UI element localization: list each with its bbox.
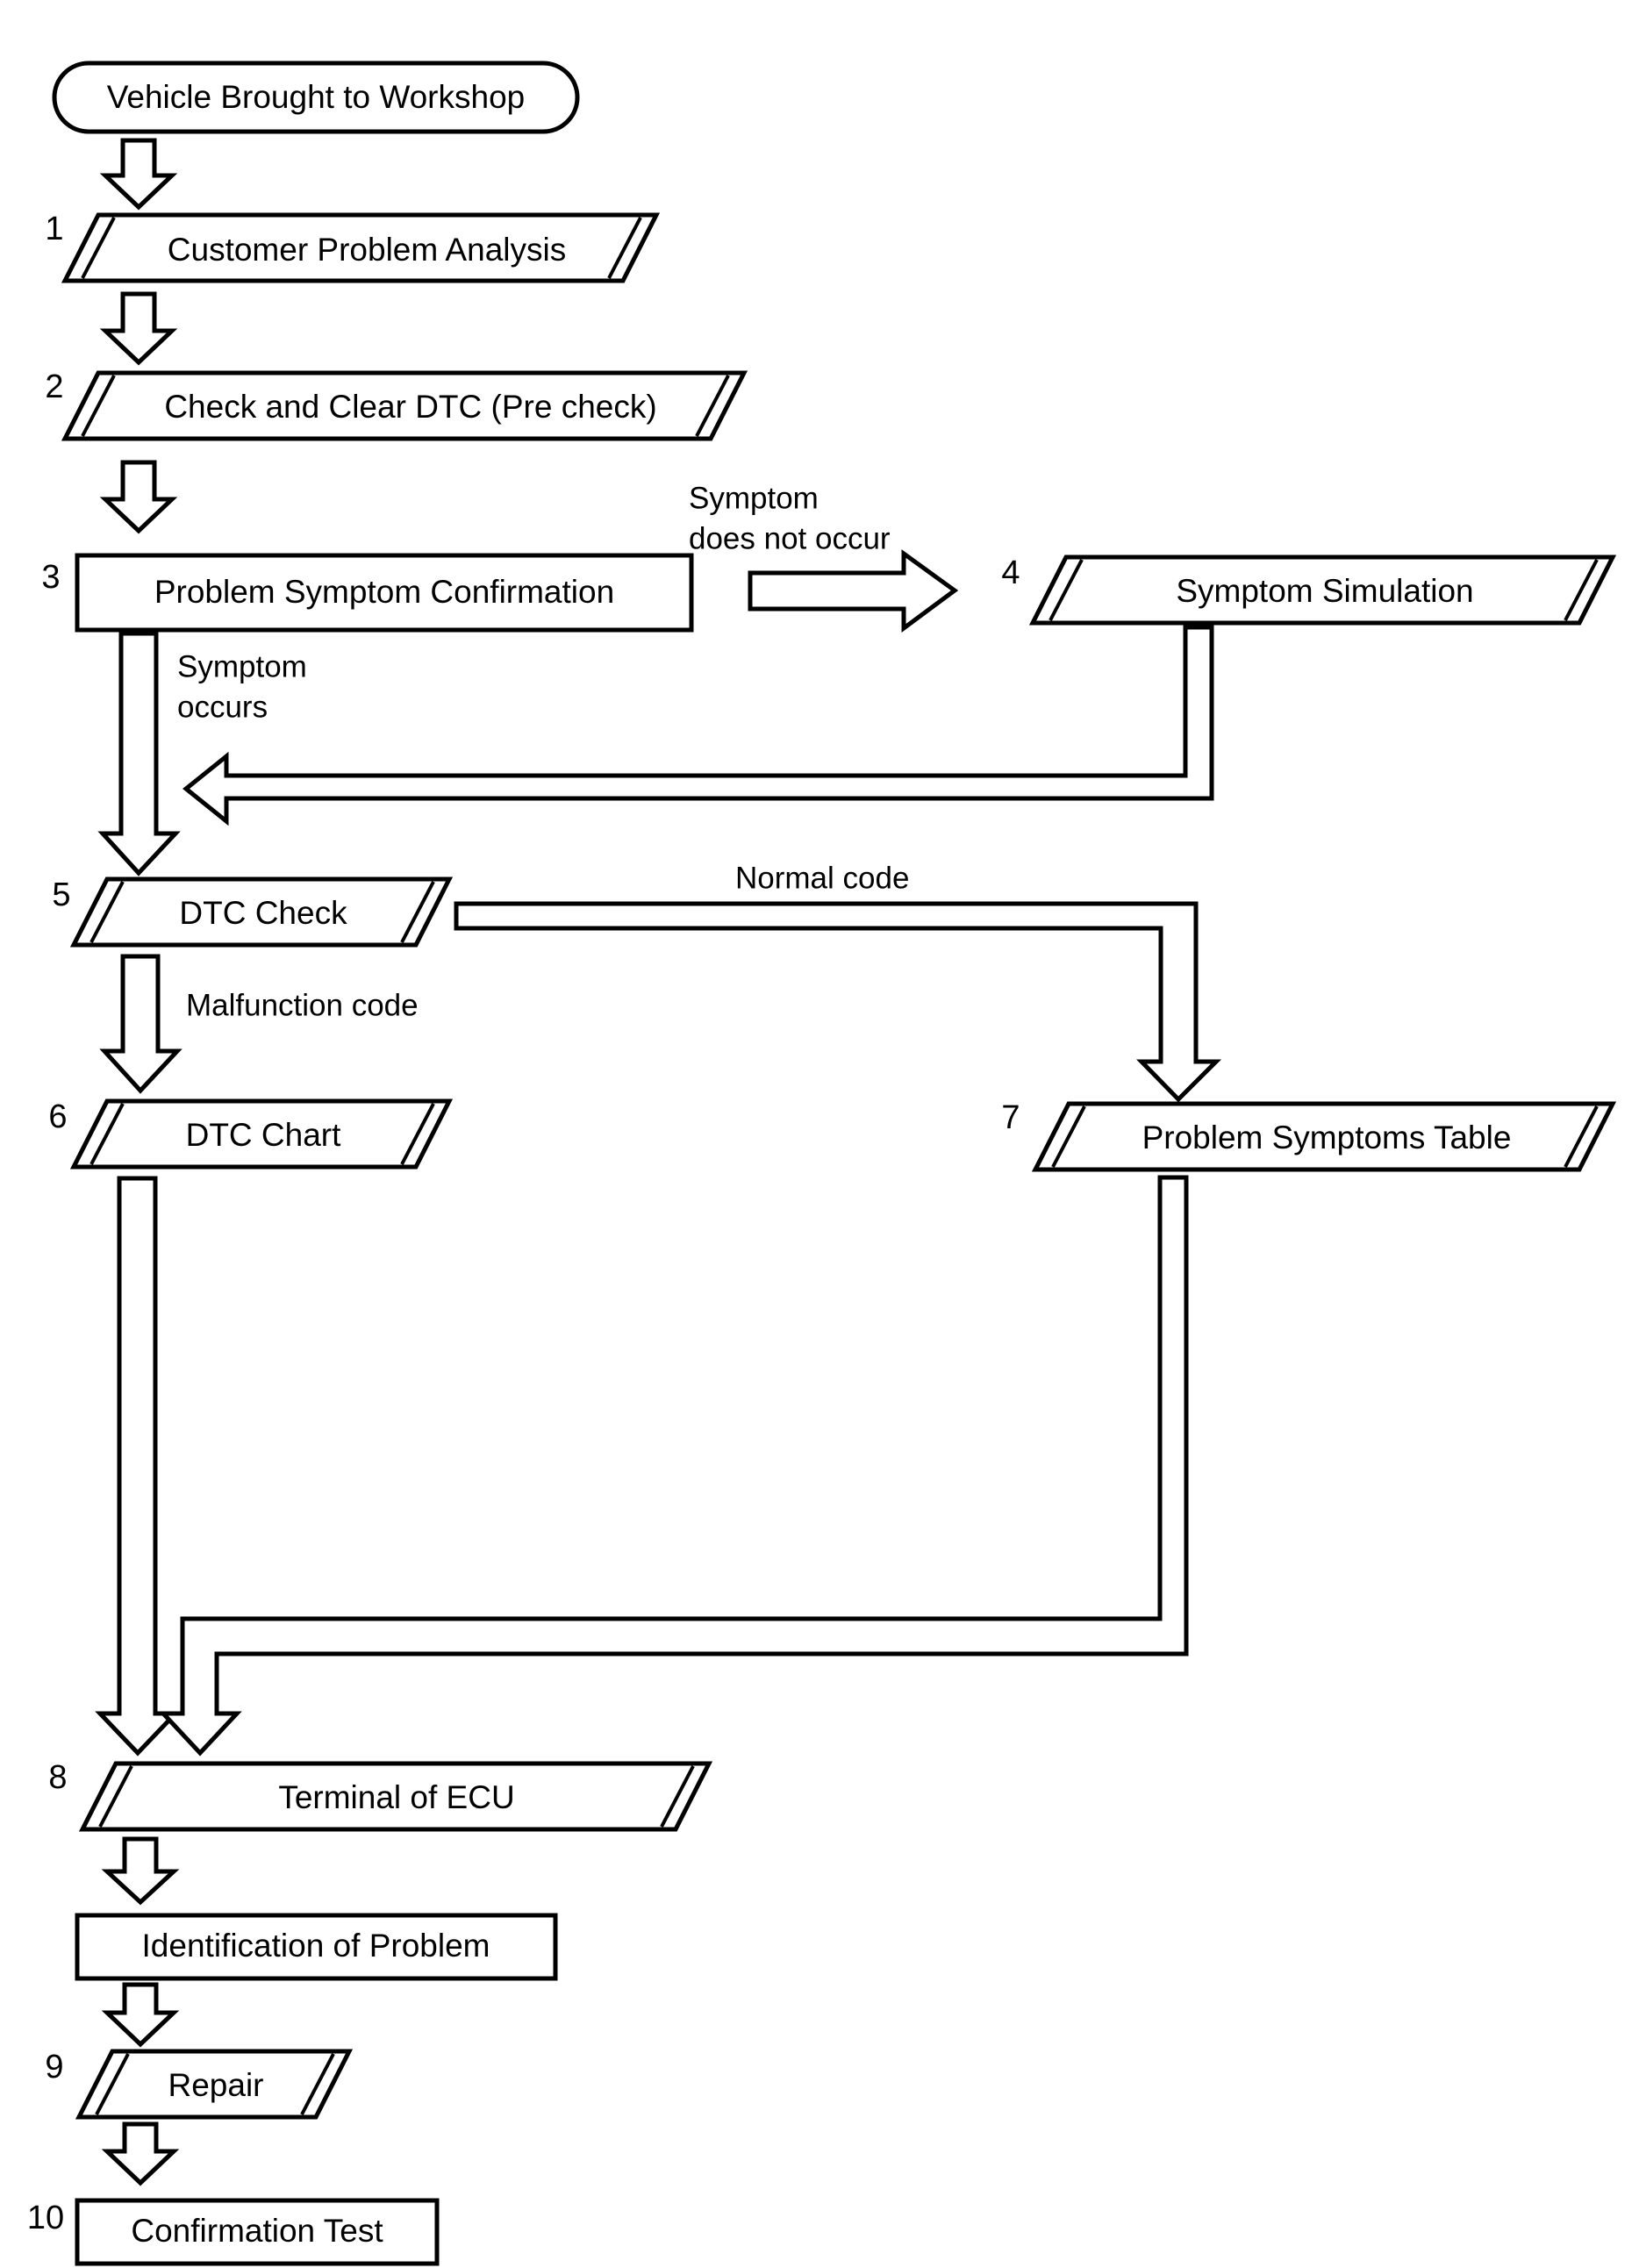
arrow-9-to-10 (101, 2121, 180, 2186)
node-8-label: Terminal of ECU (278, 1779, 514, 1815)
node-8-number: 8 (48, 1759, 67, 1796)
edge-label-symptom-does-not-occur: Symptom does not occur (689, 481, 891, 555)
normal-code-label: Normal code (735, 861, 909, 895)
node-1-inner-stripe (81, 217, 116, 279)
node-identification-shape (75, 1913, 558, 1981)
node-7-number: 7 (1001, 1099, 1020, 1136)
no-symptom-line2: does not occur (689, 521, 891, 555)
node-1-inner-stripe-right (607, 217, 642, 279)
node-6-outer (69, 1098, 454, 1170)
node-2-number: 2 (45, 368, 63, 405)
start-label: Vehicle Brought to Workshop (107, 79, 525, 115)
malfunction-code-label: Malfunction code (186, 988, 419, 1022)
node-8: Terminal of ECU 8 (48, 1759, 713, 1832)
node-1-number: 1 (45, 211, 63, 247)
edge-label-malfunction-code: Malfunction code (186, 988, 419, 1022)
node-identification-label: Identification of Problem (142, 1928, 490, 1964)
node-5: DTC Check 5 (52, 876, 454, 948)
arrow-8-to-identification (101, 1836, 180, 1906)
node-10-shape (75, 2198, 440, 2266)
node-5-inner-stripe (89, 881, 125, 943)
node-8-inner-stripe (98, 1765, 133, 1828)
node-10-number: 10 (27, 2200, 64, 2236)
node-start: Vehicle Brought to Workshop (52, 61, 580, 134)
node-2-inner-stripe-right (695, 375, 730, 437)
node-3: Problem Symptom Confirmation 3 (41, 553, 694, 633)
node-3-label: Problem Symptom Confirmation (154, 574, 614, 610)
node-7-outer (1031, 1101, 1617, 1172)
node-4-number: 4 (1001, 554, 1020, 591)
node-2-outer (61, 370, 748, 441)
node-5-number: 5 (52, 876, 70, 913)
no-symptom-line1: Symptom (689, 481, 819, 515)
start-shape (52, 61, 580, 134)
node-5-label: DTC Check (179, 895, 347, 931)
arrow-6-to-8 (95, 1176, 181, 1756)
arrow-identification-to-9 (101, 1982, 180, 2048)
node-4-outer (1028, 554, 1617, 626)
symptom-occurs-line1: Symptom (177, 649, 307, 683)
node-10-label: Confirmation Test (131, 2213, 383, 2249)
node-7: Problem Symptoms Table 7 (1001, 1099, 1617, 1172)
connector-normal-code (454, 901, 1222, 1103)
node-8-inner-stripe-right (660, 1765, 695, 1828)
node-6-inner-stripe-right (400, 1103, 435, 1165)
node-9-inner-stripe-right (300, 2053, 335, 2115)
node-4-inner-stripe (1049, 559, 1084, 621)
node-8-outer (78, 1761, 713, 1832)
node-6-number: 6 (48, 1098, 67, 1135)
connector-7-to-8 (158, 1175, 1189, 1756)
node-9: Repair 9 (45, 2049, 354, 2120)
node-3-shape (75, 553, 694, 633)
arrow-3-to-5 (97, 631, 181, 876)
node-6-label: DTC Chart (186, 1117, 342, 1153)
node-2: Check and Clear DTC (Pre check) 2 (45, 368, 748, 441)
node-1-label: Customer Problem Analysis (168, 232, 566, 268)
arrow-3-to-4 (748, 549, 959, 633)
node-4-label: Symptom Simulation (1176, 573, 1473, 609)
symptom-occurs-line2: occurs (177, 690, 268, 724)
node-9-label: Repair (168, 2067, 264, 2103)
edge-label-normal-code: Normal code (735, 861, 909, 895)
node-5-inner-stripe-right (400, 881, 435, 943)
node-7-inner-stripe-right (1564, 1105, 1599, 1168)
node-2-label: Check and Clear DTC (Pre check) (164, 389, 656, 425)
node-7-inner-stripe (1051, 1105, 1086, 1168)
arrow-1-to-2 (99, 291, 178, 366)
arrow-start-to-1 (99, 138, 178, 211)
node-2-inner-stripe (81, 375, 116, 437)
node-5-outer (69, 876, 454, 948)
node-9-outer (75, 2049, 354, 2120)
node-9-inner-stripe (95, 2053, 130, 2115)
node-identification: Identification of Problem (75, 1913, 558, 1981)
node-1: Customer Problem Analysis 1 (45, 211, 661, 283)
arrow-2-to-3 (99, 460, 178, 534)
node-9-number: 9 (45, 2049, 63, 2086)
node-4-inner-stripe-right (1564, 559, 1599, 621)
node-7-label: Problem Symptoms Table (1142, 1120, 1512, 1155)
node-3-number: 3 (41, 559, 60, 596)
node-6-inner-stripe (89, 1103, 125, 1165)
node-10: Confirmation Test 10 (27, 2198, 440, 2266)
edge-label-symptom-occurs: Symptom occurs (177, 649, 307, 724)
arrow-5-to-6 (99, 954, 183, 1094)
node-1-outer (61, 212, 661, 283)
loop-4-to-main (183, 625, 1214, 826)
node-6: DTC Chart 6 (48, 1098, 454, 1170)
node-4: Symptom Simulation 4 (1001, 554, 1617, 626)
